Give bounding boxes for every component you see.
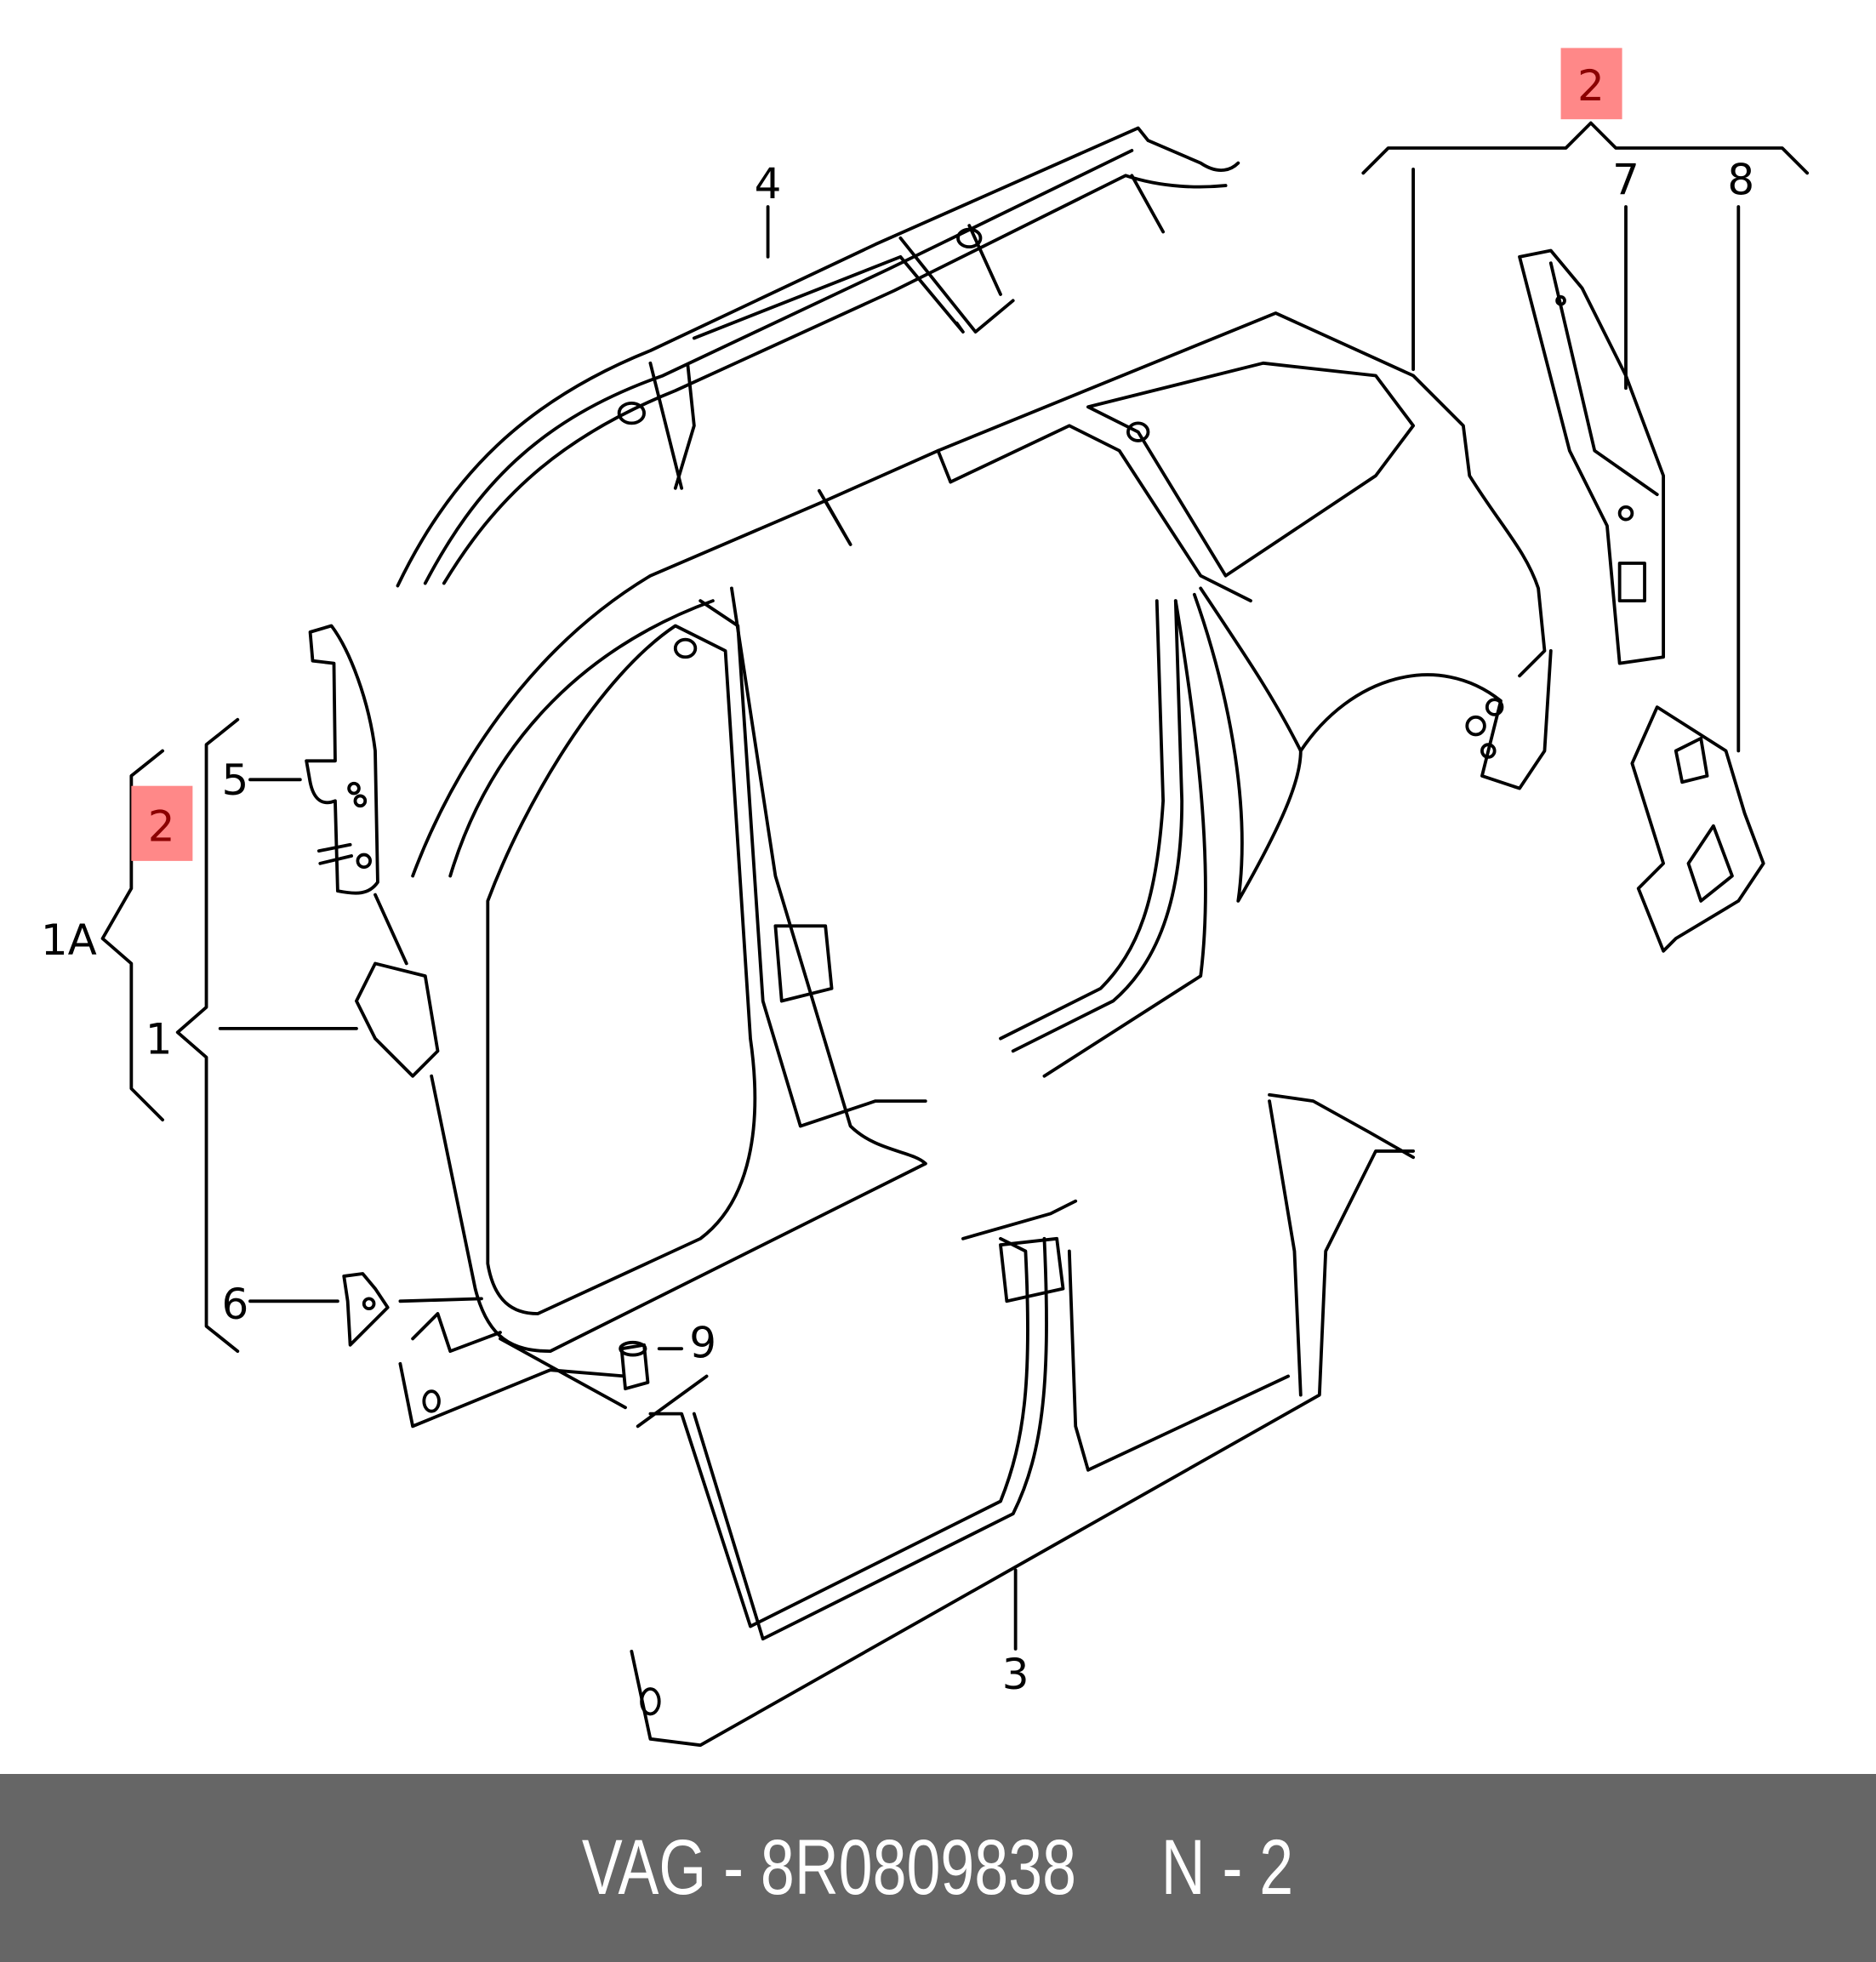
part-number-footer: VAG - 8R0809838 N - 2 <box>0 1774 1876 1962</box>
part-7-pillar[interactable] <box>1518 248 1666 665</box>
part-4-roof-frame[interactable] <box>396 126 1240 588</box>
callout-9[interactable]: 9 <box>689 1318 716 1367</box>
highlight-box-left <box>131 785 193 861</box>
callout-7[interactable]: 7 <box>1612 155 1639 204</box>
callout-5[interactable]: 5 <box>221 756 248 805</box>
part-6-plate[interactable] <box>342 1272 390 1347</box>
callout-1a[interactable]: 1A <box>41 915 97 965</box>
callout-1[interactable]: 1 <box>145 1014 173 1064</box>
part-9-nut[interactable] <box>619 1340 650 1391</box>
callout-8[interactable]: 8 <box>1727 155 1754 204</box>
callout-2-top[interactable]: 2 <box>1577 61 1605 111</box>
part-8-bracket[interactable] <box>1630 705 1765 953</box>
leader-lines <box>100 121 1810 1651</box>
callout-6[interactable]: 6 <box>221 1280 248 1329</box>
highlight-box-top <box>1560 48 1622 120</box>
callout-4[interactable]: 4 <box>755 159 782 208</box>
part-3-sill-panel[interactable] <box>630 1092 1416 1748</box>
part-5-bracket[interactable] <box>305 624 379 895</box>
callout-3[interactable]: 3 <box>1002 1650 1029 1699</box>
part-1-side-panel[interactable] <box>355 311 1553 1429</box>
callout-2-left[interactable]: 2 <box>148 801 175 851</box>
part-number-text: VAG - 8R0809838 N - 2 <box>582 1824 1294 1911</box>
